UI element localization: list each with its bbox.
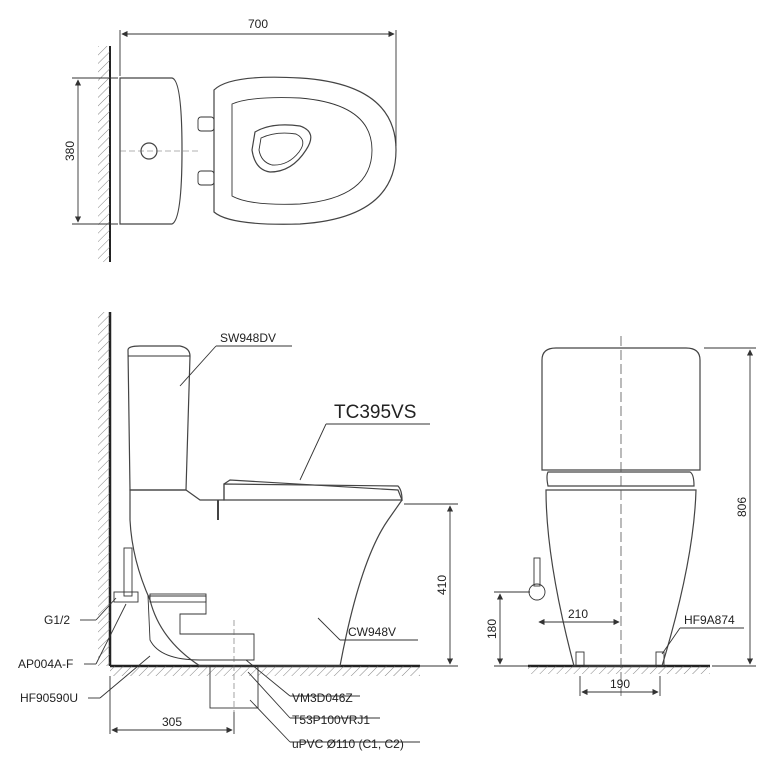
side-bowl (129, 483, 403, 667)
model-label: TC395VS (334, 402, 416, 423)
side-wall-hatch (98, 312, 110, 666)
dim-supply-height-180: 180 (485, 619, 499, 639)
top-tank (119, 77, 183, 225)
label-upvc-pipe: uPVC Ø110 (C1, C2) (292, 737, 404, 751)
top-bowl-rim (231, 97, 373, 205)
label-t53p100vrj1: T53P100VRJ1 (292, 713, 370, 727)
dim-total-height-806: 806 (735, 497, 749, 517)
top-wall-hatch (98, 46, 110, 262)
top-bowl-drain (258, 132, 304, 166)
label-vm3d046z: VM3D046Z (292, 691, 353, 705)
front-tank (541, 347, 701, 471)
bolt-right (655, 651, 665, 667)
dim-rough-in-305: 305 (162, 715, 182, 729)
top-bowl-opening (251, 124, 312, 173)
dim-supply-offset-210: 210 (568, 607, 588, 621)
label-ap004af: AP004A-F (18, 657, 73, 671)
tank-label: SW948DV (220, 331, 276, 345)
bolt-left (575, 651, 585, 667)
front-seat (546, 471, 695, 487)
bowl-label: CW948V (348, 625, 396, 639)
front-floor-hatch (528, 666, 710, 674)
top-seat (213, 76, 397, 225)
hinge-top (197, 116, 215, 132)
supply-valve (113, 591, 139, 603)
dim-depth-380: 380 (63, 141, 77, 161)
label-g12: G1/2 (44, 613, 70, 627)
side-view: TC395VS SW948DV CW948V 410 305 G1/2 AP00… (18, 312, 458, 751)
dim-seat-height-410: 410 (435, 575, 449, 595)
front-view: 806 180 210 190 HF9A874 (485, 336, 756, 700)
side-seat (223, 479, 403, 501)
dim-bolt-spacing-190: 190 (610, 677, 630, 691)
hinge-bottom (197, 170, 215, 186)
side-floor-hatch (110, 666, 420, 676)
side-tank (127, 345, 191, 491)
top-view: 700 380 (63, 17, 397, 262)
side-trapway (147, 595, 255, 661)
side-inlet-flange (149, 593, 207, 603)
dim-width-700: 700 (248, 17, 268, 31)
label-hf90590u: HF90590U (20, 691, 78, 705)
bolt-label: HF9A874 (684, 613, 735, 627)
supply-pipe (123, 547, 133, 597)
